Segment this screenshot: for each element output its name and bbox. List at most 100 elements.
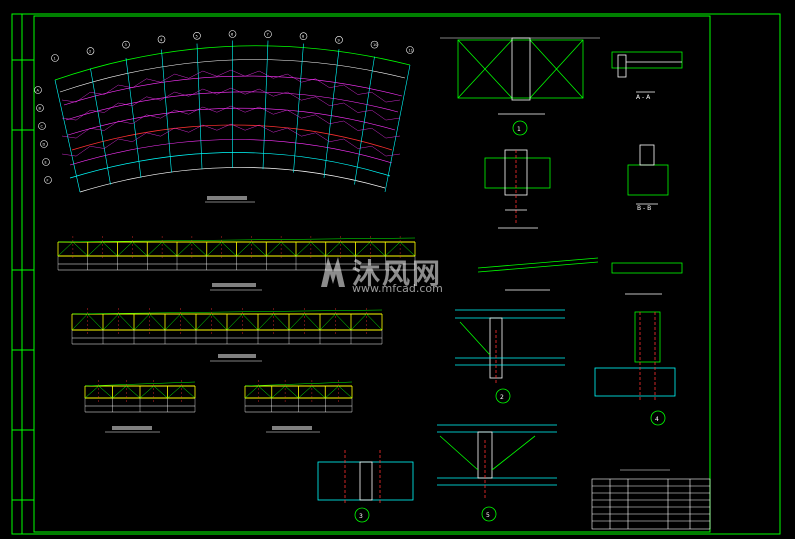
roof-brace-member (118, 102, 133, 106)
truss-diagonal (266, 241, 282, 257)
roof-brace-member (216, 105, 232, 113)
truss-diagonal (370, 241, 386, 257)
detail-5 (437, 424, 557, 522)
roof-brace-member (357, 128, 372, 131)
roof-brace-member (301, 78, 316, 83)
truss-diagonal (335, 313, 352, 331)
roof-brace-member (230, 105, 246, 113)
grid-bubble (34, 86, 42, 94)
grid-bubble (228, 30, 237, 38)
grid-bubble-label: 10 (373, 43, 377, 47)
truss-diagonal (340, 241, 356, 257)
truss-diagonal (325, 385, 339, 399)
roof-brace-member (287, 91, 302, 101)
grid-bubble (370, 40, 379, 49)
roof-brace-member (371, 146, 387, 157)
roof-brace-member (287, 73, 302, 83)
truss-diagonal (118, 313, 135, 331)
truss-diagonal (87, 313, 104, 331)
truss-diagonal (132, 241, 148, 257)
truss-diagonal (149, 313, 166, 331)
roof-brace-member (385, 117, 401, 121)
roof-brace-member (174, 109, 189, 115)
section-a-a-label: A - A (636, 94, 651, 101)
truss-diagonal (164, 313, 181, 331)
grid-bubble-label: 1 (54, 57, 56, 61)
truss-diagonal (221, 241, 237, 257)
grid-bubble (51, 54, 59, 62)
roof-brace-member (245, 70, 260, 77)
truss-diagonal (295, 241, 312, 257)
roof-brace-member (357, 110, 372, 113)
grid-bubble (193, 31, 201, 40)
grid-bubble (157, 35, 166, 44)
grid-bubble-label: D (43, 143, 46, 147)
truss-diagonal (304, 313, 321, 331)
roof-brace-member (104, 120, 119, 131)
roof-brace-member (75, 110, 91, 121)
grid-bubble (86, 47, 95, 55)
truss-diagonal (280, 241, 297, 257)
grid-bubble (40, 140, 48, 148)
roof-brace-member (146, 96, 161, 101)
roof-brace-member (90, 128, 105, 131)
roof-brace-member (259, 88, 274, 97)
roof-brace-member (188, 70, 203, 79)
roof-brace-member (132, 78, 147, 88)
roof-brace-member (385, 99, 401, 103)
truss-diagonal (126, 385, 141, 399)
roof-brace-member (301, 114, 316, 119)
roof-brace-member (315, 114, 330, 124)
grid-bubble-label: 4 (160, 38, 163, 42)
roof-brace-member (202, 124, 217, 131)
truss-diagonal (133, 313, 150, 331)
truss-dim-line (84, 381, 196, 387)
roof-brace-member (132, 114, 147, 124)
detail-1-bracing (440, 37, 600, 136)
truss-diagonal (325, 241, 341, 257)
grid-bubble-label: 5 (196, 34, 198, 38)
roof-plan-radial-lines (54, 40, 411, 193)
roof-brace-member (216, 123, 232, 131)
radial-grid-line (161, 49, 172, 173)
roof-brace-member (202, 88, 217, 95)
roof-brace-member (188, 106, 203, 115)
truss-diagonal (258, 385, 272, 399)
roof-brace-member (216, 69, 232, 77)
truss-diagonal (385, 241, 401, 257)
truss-diagonal (350, 313, 367, 331)
roof-brace-member (230, 87, 246, 95)
truss-elevation-1 (57, 236, 416, 271)
purlin-detail (477, 257, 683, 295)
roof-brace-member (329, 120, 344, 124)
truss-diagonal (284, 385, 299, 399)
roof-brace-member (287, 127, 302, 137)
truss-diagonal (288, 313, 305, 331)
roof-brace-member (329, 102, 344, 106)
truss-diagonal (319, 313, 336, 331)
section-a-a (611, 51, 683, 93)
roof-brace-member (371, 92, 387, 103)
roof-brace-member (273, 91, 288, 97)
roof-brace-member (132, 132, 147, 142)
truss-dim-line (244, 381, 353, 387)
truss-diagonal (176, 241, 193, 257)
truss-diagonal (242, 313, 259, 331)
detail-3 (317, 450, 414, 523)
radial-grid-line (262, 40, 269, 170)
truss-diagonal (311, 385, 326, 399)
detail-2 (455, 309, 565, 404)
roof-brace-member (104, 84, 119, 95)
grid-bubble (38, 122, 46, 130)
radial-grid-line (323, 49, 340, 178)
radial-grid-line (125, 58, 142, 178)
grid-bubble-label: C (41, 125, 44, 129)
roof-brace-member (188, 124, 203, 133)
roof-brace-member (61, 135, 77, 139)
truss-diagonal (139, 385, 154, 399)
roof-brace-member (146, 114, 161, 119)
roof-brace-member (230, 69, 246, 77)
roof-brace-member (301, 96, 316, 101)
